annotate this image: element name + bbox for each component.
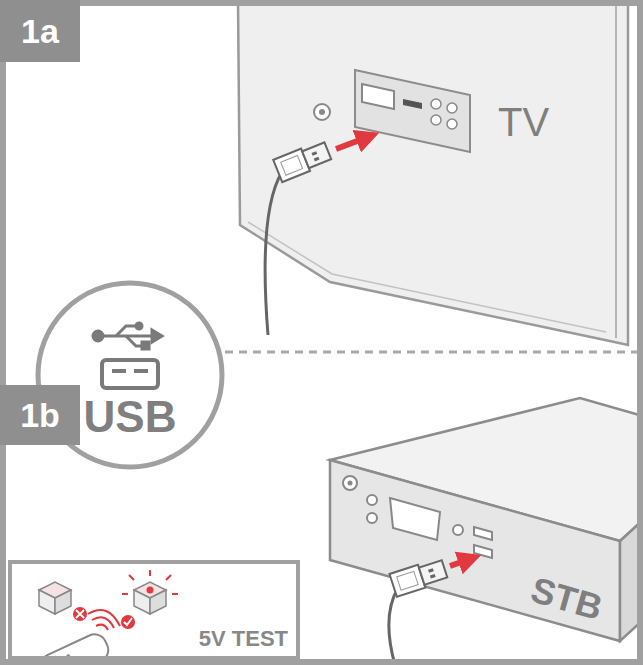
device-name: TV <box>498 100 549 145</box>
set-top-box-illustration <box>330 398 643 665</box>
test-label: 5V TEST <box>199 626 288 652</box>
test-inset: 5V TEST <box>8 560 300 660</box>
panel-divider <box>225 351 640 354</box>
step-number: 1b <box>20 396 60 435</box>
step-number: 1a <box>21 12 59 51</box>
five-volt-test-icons <box>37 570 178 665</box>
step-tab: 1b <box>0 385 80 445</box>
outer-frame <box>3 3 640 662</box>
step-tab: 1a <box>0 0 80 62</box>
tv-illustration <box>238 0 628 345</box>
